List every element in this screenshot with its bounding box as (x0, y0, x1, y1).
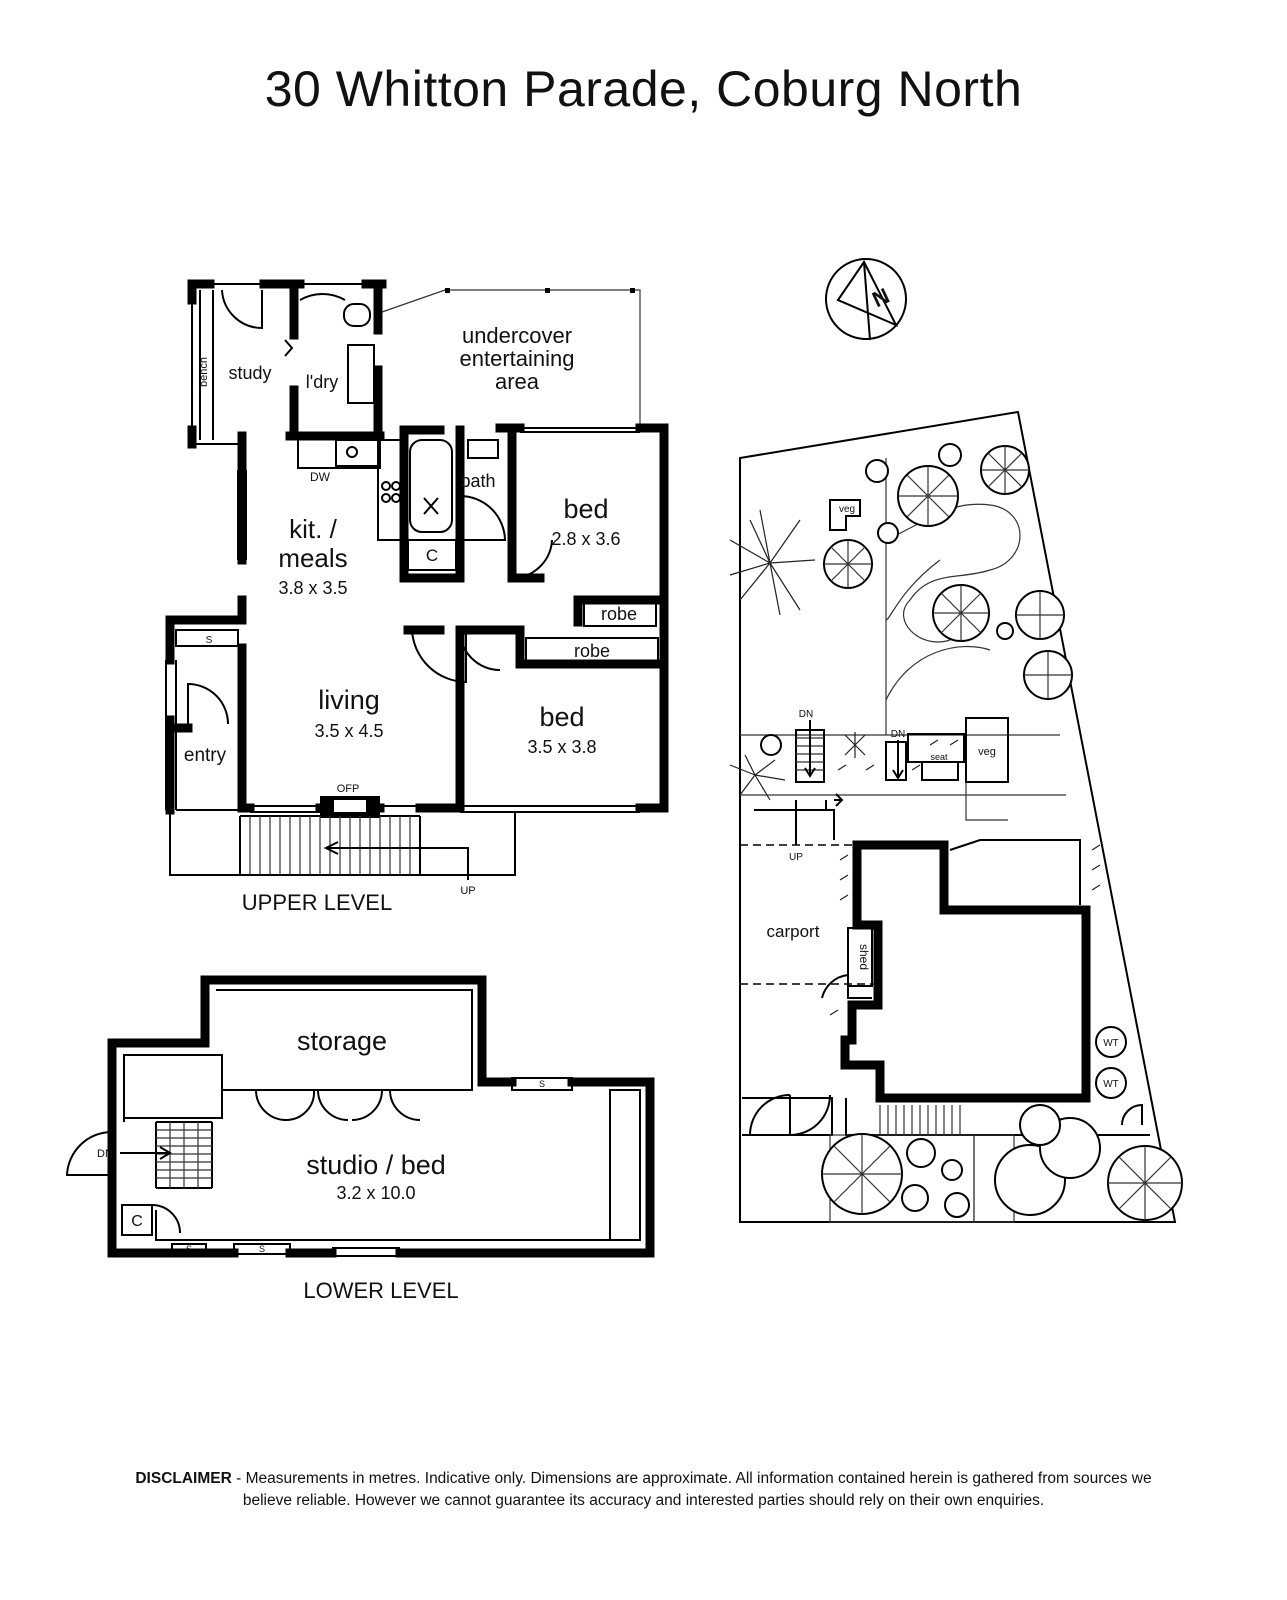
study-label: study (228, 363, 271, 383)
lower-cupboard-label: C (131, 1213, 143, 1230)
site-plan (729, 258, 1183, 1223)
disclaimer: DISCLAIMER - Measurements in metres. Ind… (120, 1468, 1167, 1512)
living-label: living (318, 685, 380, 715)
entry-label: entry (184, 745, 227, 766)
lower-level-label: LOWER LEVEL (303, 1278, 458, 1303)
water-tank-label-2: WT (1103, 1079, 1119, 1090)
robe1-label: robe (601, 604, 637, 624)
water-tank-label-1: WT (1103, 1038, 1119, 1049)
bed2-dimensions: 3.5 x 3.8 (527, 737, 596, 757)
site-up-label: UP (789, 852, 803, 863)
storage-label: storage (297, 1026, 387, 1056)
lower-shelf-label-1: S (539, 1079, 545, 1089)
entertaining-label-line2: entertaining (460, 346, 575, 371)
kitchen-label-line2: meals (278, 543, 347, 573)
bath-label: bath (460, 471, 495, 491)
carport-label: carport (767, 922, 820, 941)
studio-label: studio / bed (306, 1150, 446, 1180)
upper-level-plan (165, 279, 669, 880)
kitchen-dimensions: 3.8 x 3.5 (278, 578, 347, 598)
shed-label: shed (857, 944, 871, 970)
page-title: 30 Whitton Parade, Coburg North (264, 61, 1023, 117)
studio-dimensions: 3.2 x 10.0 (336, 1183, 415, 1203)
fireplace-label: OFP (337, 783, 360, 795)
lower-shelf-label-2: S (186, 1244, 192, 1254)
bed2-label: bed (539, 702, 584, 732)
site-veg-label-2: veg (978, 746, 996, 758)
site-seat-label: seat (930, 752, 948, 762)
shelf-label: S (206, 635, 213, 646)
kitchen-label-line1: kit. / (289, 514, 337, 544)
entertaining-label-line3: area (495, 369, 540, 394)
bench-label: bench (198, 357, 210, 387)
compass-north-label: N (868, 283, 893, 312)
lower-level-plan (65, 975, 655, 1258)
entertaining-label-line1: undercover (462, 323, 572, 348)
upper-level-label: UPPER LEVEL (242, 890, 392, 915)
site-veg-label-1: veg (839, 504, 855, 515)
bed1-dimensions: 2.8 x 3.6 (551, 529, 620, 549)
site-dn-label-1: DN (799, 709, 813, 720)
robe2-label: robe (574, 641, 610, 661)
bed1-label: bed (563, 494, 608, 524)
disclaimer-lead: DISCLAIMER (135, 1470, 232, 1487)
dishwasher-label: DW (310, 470, 331, 484)
stairs-up-label: UP (460, 885, 475, 897)
laundry-label: l'dry (306, 372, 338, 392)
disclaimer-text: - Measurements in metres. Indicative onl… (231, 1470, 1152, 1509)
living-dimensions: 3.5 x 4.5 (314, 721, 383, 741)
stairs-down-label: DN (97, 1148, 113, 1160)
site-dn-label-2: DN (891, 729, 905, 740)
lower-shelf-label-3: S (259, 1244, 265, 1254)
cupboard-label: C (426, 546, 438, 565)
